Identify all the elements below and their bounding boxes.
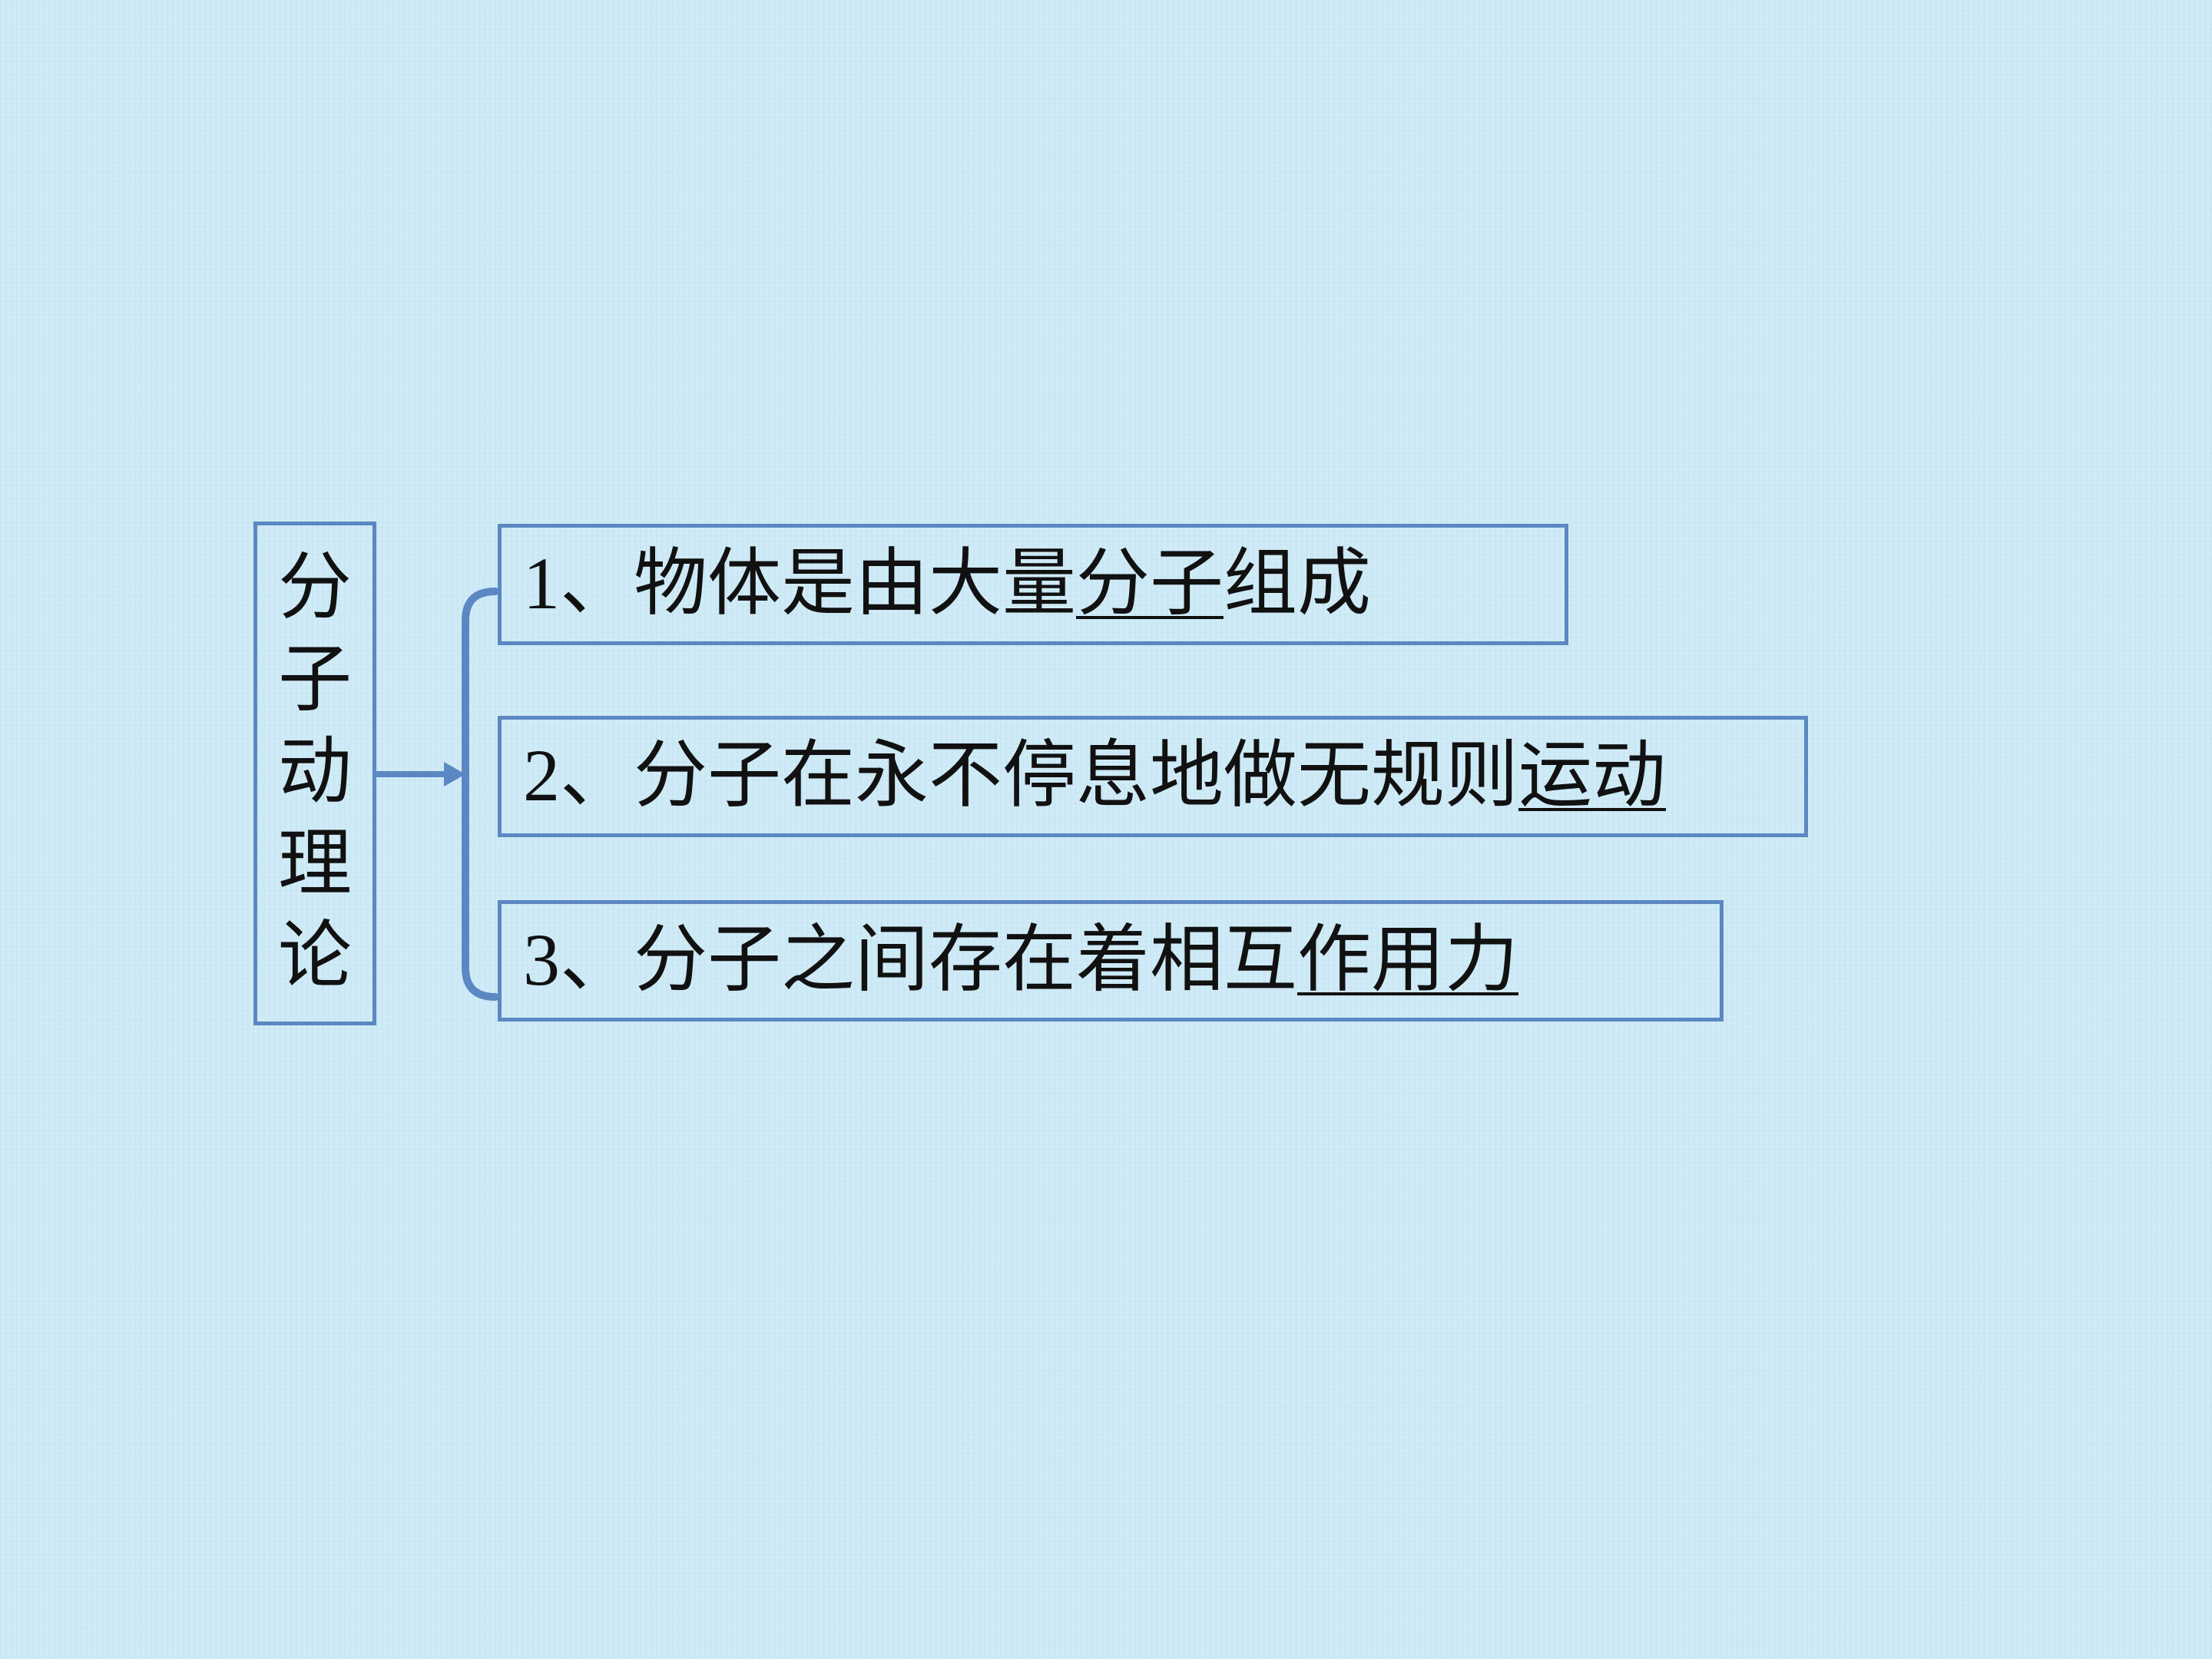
topic-char: 理 (278, 820, 352, 906)
statement-box-1: 1、物体是由大量分子组成 (498, 524, 1568, 645)
brace-line (462, 588, 499, 1001)
underlined-keyword: 运动 (1518, 732, 1666, 818)
statement-number: 1 (523, 542, 560, 624)
statement-text-end: 组成 (1224, 540, 1371, 626)
arrow-head-icon (444, 762, 465, 786)
statement-separator: 、 (560, 916, 634, 1002)
statement-number: 3 (523, 919, 560, 1001)
topic-box: 分 子 动 理 论 (253, 522, 376, 1025)
statement-text: 物体是由大量 (634, 540, 1076, 626)
statement-number: 2 (523, 734, 560, 816)
statement-text-1: 1、物体是由大量分子组成 (523, 537, 1371, 630)
statement-text: 分子在永不停息地做无规则 (634, 732, 1518, 818)
topic-char: 分 (278, 544, 352, 630)
statement-text-3: 3、分子之间存在着相互作用力 (523, 913, 1518, 1006)
topic-char: 论 (278, 912, 352, 998)
topic-char: 子 (278, 636, 352, 722)
underlined-keyword: 作用力 (1297, 916, 1518, 1002)
statement-text-2: 2、分子在永不停息地做无规则运动 (523, 729, 1666, 822)
topic-char: 动 (278, 728, 352, 814)
underlined-keyword: 分子 (1076, 540, 1224, 626)
statement-box-3: 3、分子之间存在着相互作用力 (498, 900, 1724, 1022)
statement-text: 分子之间存在着相互 (634, 916, 1297, 1002)
statement-box-2: 2、分子在永不停息地做无规则运动 (498, 716, 1808, 837)
statement-separator: 、 (560, 540, 634, 626)
statement-separator: 、 (560, 732, 634, 818)
